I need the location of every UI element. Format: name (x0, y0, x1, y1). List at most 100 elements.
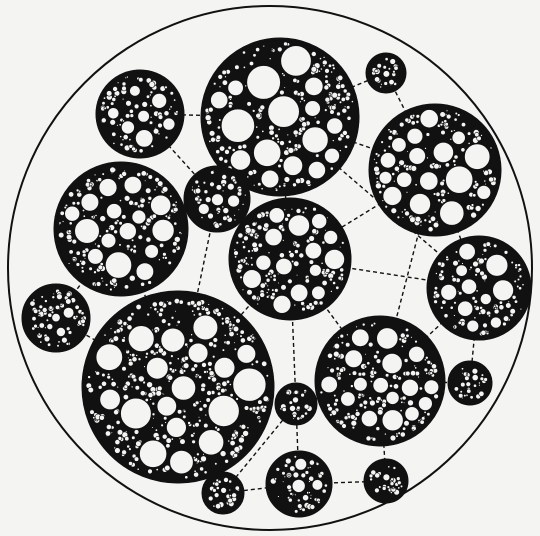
granule (369, 474, 373, 478)
granule (230, 393, 233, 396)
granule (108, 228, 110, 230)
granule (330, 413, 333, 416)
vacuole (376, 328, 398, 350)
granule (340, 268, 344, 272)
granule (124, 385, 128, 389)
granule (252, 406, 256, 410)
granule (411, 121, 415, 125)
granule (262, 361, 267, 366)
granule (158, 348, 163, 353)
granule (120, 136, 122, 138)
granule (117, 124, 119, 126)
granule (197, 307, 201, 311)
granule (446, 256, 449, 259)
granule (174, 207, 179, 212)
granule (282, 223, 284, 225)
granule (192, 440, 196, 444)
granule (479, 391, 484, 396)
granule (232, 148, 235, 151)
granule (245, 262, 248, 265)
granule (230, 98, 232, 100)
granule (193, 314, 195, 316)
granule (288, 474, 290, 476)
granule (462, 372, 464, 374)
granule (84, 258, 86, 260)
granule (147, 313, 150, 316)
granule (489, 177, 494, 182)
granule (287, 214, 291, 218)
granule (376, 177, 378, 179)
granule (454, 118, 457, 121)
granule (382, 403, 387, 408)
granule (240, 330, 244, 334)
granule (128, 357, 130, 359)
bottom-center-small-cell (276, 384, 316, 424)
granule (462, 263, 464, 265)
granule (215, 426, 218, 429)
granule (342, 130, 347, 135)
granule (129, 200, 134, 205)
granule (478, 382, 480, 384)
granule (136, 304, 141, 309)
granule (338, 337, 340, 339)
granule (465, 376, 470, 381)
granule (224, 159, 228, 163)
granule (100, 216, 106, 222)
granule (114, 447, 116, 449)
granule (58, 232, 64, 238)
granule (229, 489, 231, 491)
granule (49, 306, 53, 310)
granule (94, 271, 97, 274)
granule (252, 336, 255, 339)
granule (134, 457, 139, 462)
vacuole (302, 494, 309, 501)
granule (248, 170, 253, 175)
granule (377, 396, 381, 400)
granule (114, 95, 116, 97)
granule (114, 410, 119, 415)
right-small-cell (449, 362, 491, 404)
granule (471, 204, 474, 207)
granule (482, 203, 485, 206)
granule (384, 433, 386, 435)
granule (388, 145, 391, 148)
granule (297, 499, 300, 502)
granule (81, 267, 84, 270)
granule (260, 292, 265, 297)
granule (393, 70, 396, 73)
granule (319, 58, 321, 60)
granule (235, 65, 240, 70)
granule (60, 211, 64, 215)
granule (176, 324, 178, 326)
vacuole (345, 350, 363, 368)
granule (174, 369, 177, 372)
granule (287, 134, 289, 136)
granule (341, 342, 344, 345)
granule (229, 383, 231, 385)
granule (90, 410, 95, 415)
granule (240, 276, 243, 279)
granule (402, 427, 405, 430)
granule (264, 223, 269, 228)
granule (121, 325, 123, 327)
granule (379, 486, 382, 489)
granule (195, 423, 200, 428)
granule (68, 331, 72, 335)
granule (427, 413, 430, 416)
granule (238, 233, 243, 238)
granule (170, 91, 174, 95)
granule (472, 368, 478, 374)
granule (304, 404, 309, 409)
granule (345, 342, 350, 347)
granule (234, 453, 238, 457)
granule (296, 274, 298, 276)
granule (148, 196, 152, 200)
granule (408, 400, 414, 406)
granule (236, 241, 239, 244)
granule (202, 362, 207, 367)
granule (374, 166, 380, 172)
granule (405, 118, 409, 122)
granule (269, 130, 274, 135)
granule (175, 310, 177, 312)
granule (400, 409, 402, 411)
